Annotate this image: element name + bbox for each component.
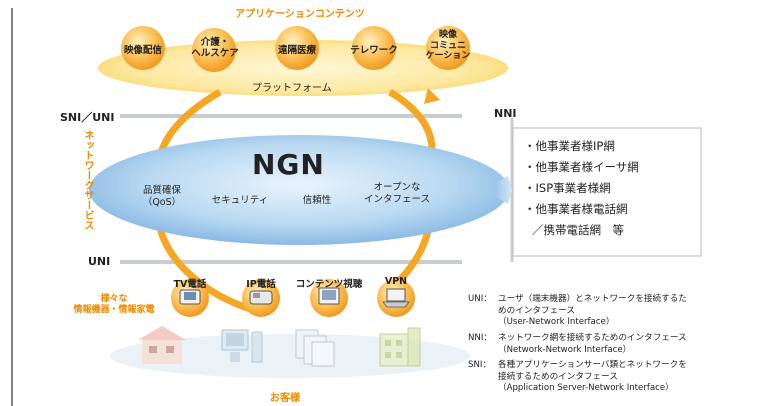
building-icon	[379, 327, 421, 367]
legend-text: めのインタフェース	[498, 305, 575, 316]
platform-label: プラットフォーム	[252, 83, 332, 94]
nni-item: ／携帯電話網 等	[532, 223, 624, 237]
device-label-tvphone: TV電話	[173, 279, 207, 290]
legend-text: （Application Server-Network Interface）	[498, 383, 674, 393]
laptop-icon	[382, 288, 410, 308]
nni-item: ・他事業者様イーサ網	[524, 160, 639, 174]
nni-list: ・他事業者様IP網 ・他事業者様イーサ網 ・ISP事業者様網 ・他事業者様電話網…	[524, 136, 639, 241]
app-ball-videocomm	[426, 26, 470, 70]
app-item-telework: テレワーク	[350, 45, 398, 56]
app-item-care: 介護・ ヘルスケア	[191, 37, 239, 59]
device-label-vpn: VPN	[384, 276, 408, 287]
arrow-right-top-head	[424, 88, 440, 104]
legend-text: （Network-Network Interface）	[498, 344, 632, 355]
app-ball-telemedicine	[275, 26, 319, 70]
legend-text: ユーザ（端末機器）とネットワークを接続するた	[498, 294, 687, 304]
arrow-right-top	[388, 88, 436, 151]
legend-sni: SNI： 各種アプリケーションサーバ類とネットワークを 接続するためのインタフェー…	[468, 360, 687, 395]
app-item-video: 映像配信	[123, 45, 162, 56]
device-label-content: コンテンツ視聴	[295, 279, 363, 290]
legend-text: ネットワーク網を接続するためのインタフェース	[498, 333, 687, 343]
app-ball-telework	[352, 26, 396, 70]
computer-icon	[221, 329, 263, 363]
app-item-videocomm: 映像 コミュニ ケーション	[425, 30, 471, 61]
ip-phone-icon	[249, 290, 273, 305]
nni-item: ・他事業者様IP網	[524, 139, 615, 153]
legend-text: 接続するためのインタフェース	[498, 371, 618, 382]
content-icon	[318, 287, 340, 305]
customer-label: お客様	[270, 393, 300, 404]
legend-text: 各種アプリケーションサーバ類とネットワークを	[498, 360, 687, 370]
house-icon	[138, 326, 186, 364]
device-label-ipphone: IP電話	[246, 279, 276, 290]
legend-text: （User-Network Interface）	[498, 317, 615, 327]
nni-list-box	[512, 127, 702, 257]
app-item-telemedicine: 遠隔医療	[277, 45, 316, 56]
documents-icon	[295, 329, 335, 367]
uni-label: UNI	[88, 255, 111, 268]
legend-key: UNI：	[468, 294, 492, 304]
ngn-feature-qos: 品質確保 （QoS）	[142, 185, 182, 208]
devices-caption: 様々な 情報機器・情報家電	[73, 294, 155, 315]
app-ball-care	[192, 28, 236, 72]
ngn-feature-reliability: 信頼性	[302, 195, 332, 206]
ngn-feature-open-interface: オープンな インタフェース	[363, 182, 431, 205]
network-service-label: ネットワークサービス	[82, 130, 93, 230]
legend-key: NNI：	[468, 333, 492, 343]
ngn-ellipse	[89, 135, 509, 245]
tv-phone-icon	[179, 289, 201, 305]
legend-uni: UNI： ユーザ（端末機器）とネットワークを接続するた めのインタフェース （Us…	[468, 294, 687, 329]
legend-nni: NNI： ネットワーク網を接続するためのインタフェース （Network-Netw…	[468, 333, 687, 356]
ngn-title: NGN	[252, 148, 325, 181]
sni-uni-label: SNI／UNI	[60, 111, 115, 124]
app-ball-video	[121, 26, 165, 70]
legend-key: SNI：	[468, 360, 492, 370]
app-content-title: アプリケーションコンテンツ	[235, 9, 365, 20]
nni-label: NNI	[494, 107, 517, 120]
ngn-feature-security: セキュリティ	[211, 195, 269, 206]
nni-item: ・他事業者様電話網	[524, 202, 628, 216]
nni-item: ・ISP事業者様網	[524, 181, 611, 195]
nni-connector	[496, 176, 512, 204]
